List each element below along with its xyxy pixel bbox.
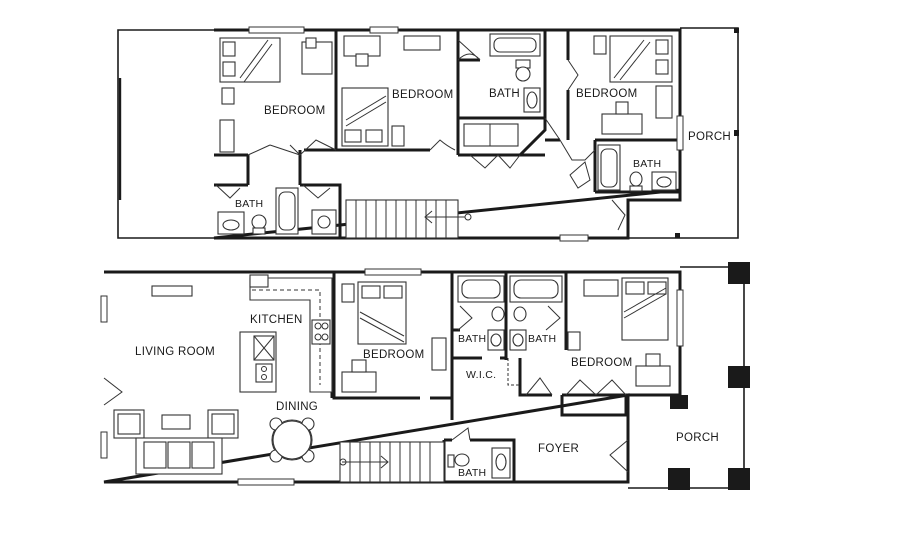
lower-bath-a-label: BATH [458, 333, 486, 345]
upper-bedroom-mid-label: BEDROOM [392, 89, 454, 101]
lower-bedroom-right-furniture [525, 277, 671, 396]
upper-bath-left-fixtures [217, 187, 337, 235]
upper-bedroom-right-label: BEDROOM [576, 88, 638, 100]
lower-floor: KITCHEN LIVING ROOM BEDROOM BATH BATH W.… [100, 262, 750, 490]
lower-bedroom-right-label: BEDROOM [571, 357, 633, 369]
foyer-label: FOYER [538, 443, 579, 455]
dining-label: DINING [276, 401, 318, 413]
lower-baths-fixtures [457, 275, 563, 386]
lower-bedroom-mid-label: BEDROOM [363, 349, 425, 361]
upper-floor: BEDROOM BEDROOM BATH BEDROOM PORCH BATH … [117, 26, 739, 242]
dining-table [269, 417, 315, 463]
upper-porch-label: PORCH [688, 131, 731, 143]
upper-bedroom-left-furniture [219, 37, 333, 153]
kitchen-counters [239, 274, 333, 393]
upper-bedroom-left-label: BEDROOM [264, 105, 326, 117]
lower-stairs [339, 441, 445, 483]
lower-bedroom-mid-furniture [341, 281, 447, 393]
living-room-label: LIVING ROOM [135, 346, 215, 358]
living-room-furniture [113, 285, 239, 475]
upper-bedroom-right-furniture [593, 35, 673, 135]
upper-bath-mid-fixtures [463, 33, 541, 147]
upper-interior-walls [214, 30, 680, 238]
upper-balcony-outline [117, 29, 214, 239]
upper-bath-right-fixtures [597, 144, 677, 192]
upper-bath-mid-label: BATH [489, 88, 520, 100]
lower-interior-walls [330, 272, 680, 482]
upper-bedroom-mid-furniture [341, 35, 441, 147]
upper-bath-right-label: BATH [633, 158, 661, 170]
lower-bath-b-label: BATH [528, 333, 556, 345]
upper-stairs [345, 199, 472, 239]
lower-porch-label: PORCH [676, 432, 719, 444]
lower-bath-stair-fixtures [447, 427, 511, 479]
lower-bath-stair-label: BATH [458, 467, 486, 479]
wic-label: W.I.C. [466, 369, 496, 381]
upper-bath-left-label: BATH [235, 198, 263, 210]
kitchen-label: KITCHEN [250, 314, 303, 326]
